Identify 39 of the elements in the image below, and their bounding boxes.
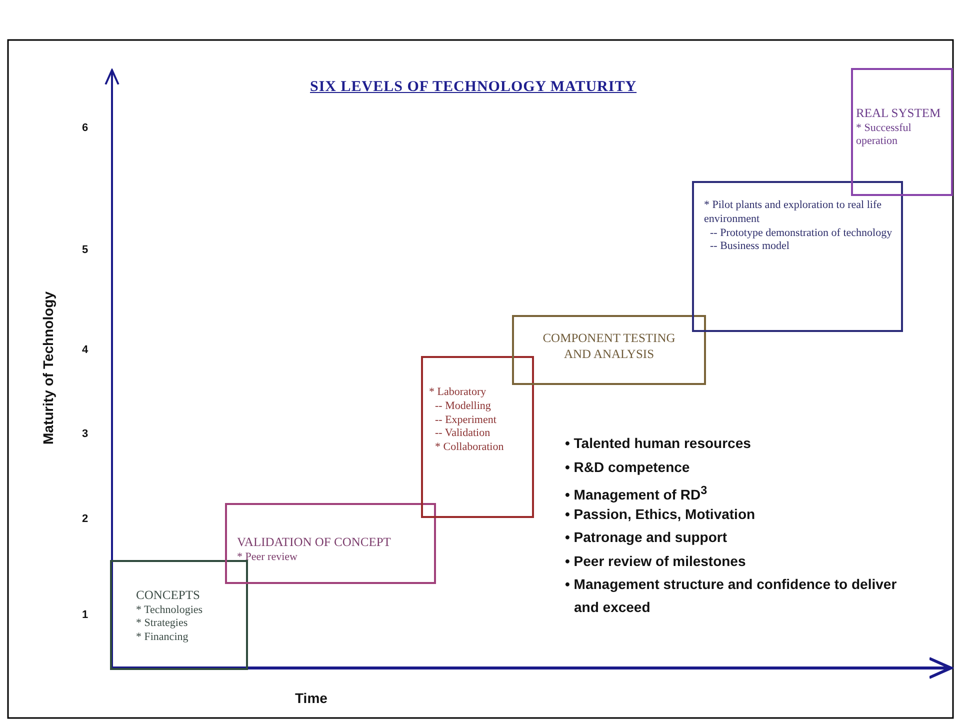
tick-label: 1 xyxy=(82,609,88,621)
bullet-text: • R&D competence xyxy=(565,458,691,477)
level-box xyxy=(110,560,248,670)
level-text: * Collaboration xyxy=(434,441,505,455)
level-text: -- Prototype demonstration of technology xyxy=(709,226,894,240)
bullet-text: • Talented human resources xyxy=(565,434,752,453)
level-text: -- Experiment xyxy=(434,414,498,428)
bullet-text: • Management of RD$^{3}$ xyxy=(565,483,708,505)
level-text: * Strategies xyxy=(136,617,189,632)
diagram-title: SIX LEVELS OF TECHNOLOGY MATURITY xyxy=(310,79,637,96)
level-heading: VALIDATION OF CONCEPT xyxy=(237,535,392,551)
tick-label: 6 xyxy=(82,122,88,134)
level-text: -- Validation xyxy=(434,427,492,441)
level-box xyxy=(692,181,903,332)
level-text: * Laboratory xyxy=(429,386,488,400)
level-box xyxy=(421,356,534,518)
bullet-text: • Patronage and support xyxy=(565,528,728,547)
bullet-text: • Management structure and confidence to deliver and exceed xyxy=(565,575,898,617)
level-text: * Pilot plants and exploration to real life environment xyxy=(704,199,882,226)
level-text: COMPONENT TESTING AND ANALYSIS xyxy=(542,331,676,362)
bullet-text: • Passion, Ethics, Motivation xyxy=(565,504,756,524)
level-box xyxy=(225,503,436,584)
tick-label: 4 xyxy=(82,344,88,356)
level-box xyxy=(512,315,706,385)
bullet-text: • Peer review of milestones xyxy=(565,552,747,570)
level-heading: REAL SYSTEM xyxy=(856,106,942,122)
axis-title: Maturity of Technology xyxy=(40,290,56,446)
level-text: * Financing xyxy=(136,631,190,645)
level-text: * Peer review xyxy=(237,550,298,564)
level-heading: CONCEPTS xyxy=(136,588,201,604)
level-text: -- Modelling xyxy=(434,400,492,414)
tick-label: 5 xyxy=(82,244,88,256)
axis-title: Time xyxy=(295,690,328,706)
level-text: * Successful operation xyxy=(856,122,912,150)
level-text: * Technologies xyxy=(136,604,204,618)
level-text: -- Business model xyxy=(709,240,790,254)
tick-label: 2 xyxy=(82,513,88,525)
level-box xyxy=(851,68,953,196)
tick-label: 3 xyxy=(82,428,88,440)
